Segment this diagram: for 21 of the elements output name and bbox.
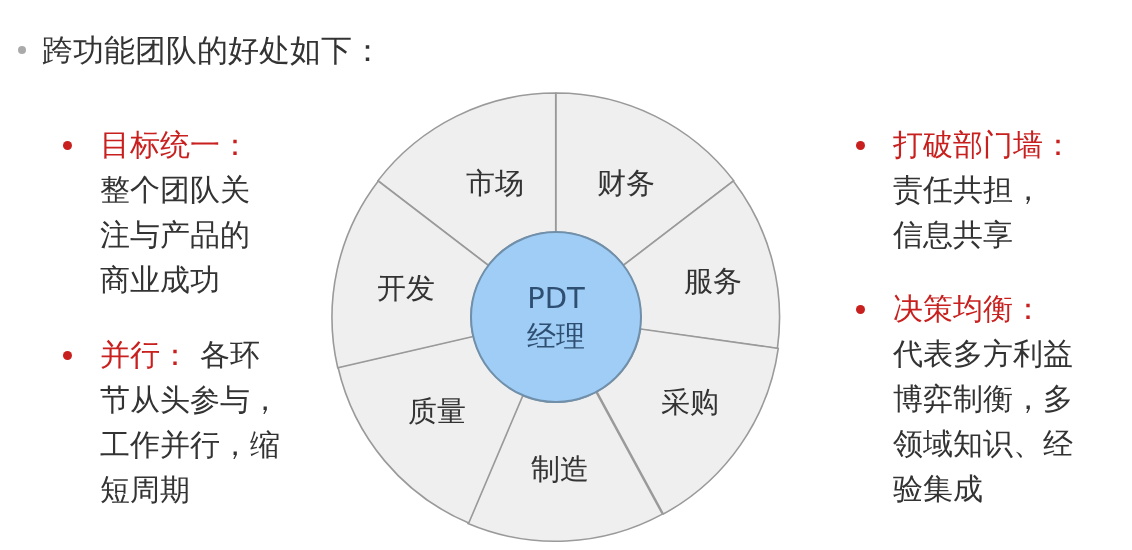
sector-label: 财务: [597, 166, 655, 200]
heading: 跨功能团队的好处如下：: [42, 31, 383, 70]
sector-label: 质量: [408, 394, 466, 428]
point-heading: 决策均衡：: [893, 290, 1044, 328]
sector-label: 服务: [684, 264, 742, 298]
point-heading: 目标统一：: [100, 126, 251, 164]
wheel-sector: [556, 93, 734, 266]
point-text: 代表多方利益博弈制衡，多领域知识、经验集成: [893, 335, 1074, 508]
point-text: 整个团队关注与产品的商业成功: [100, 171, 251, 299]
wheel-sector: [468, 391, 663, 541]
center-label: PDT 经理: [526, 280, 586, 355]
wheel-sector: [337, 336, 523, 524]
point-text: 责任共担，信息共享: [893, 171, 1044, 254]
sector-label: 采购: [661, 385, 719, 419]
point-heading: 打破部门墙：: [893, 126, 1073, 164]
sector-label: 市场: [466, 166, 524, 200]
sector-label: 制造: [531, 452, 589, 486]
wheel-sector: [596, 328, 778, 514]
point-text: 并行： 各环节从头参与，工作并行，缩短周期: [100, 336, 281, 509]
wheel-sector: [378, 93, 556, 266]
sector-label: 开发: [377, 271, 435, 305]
